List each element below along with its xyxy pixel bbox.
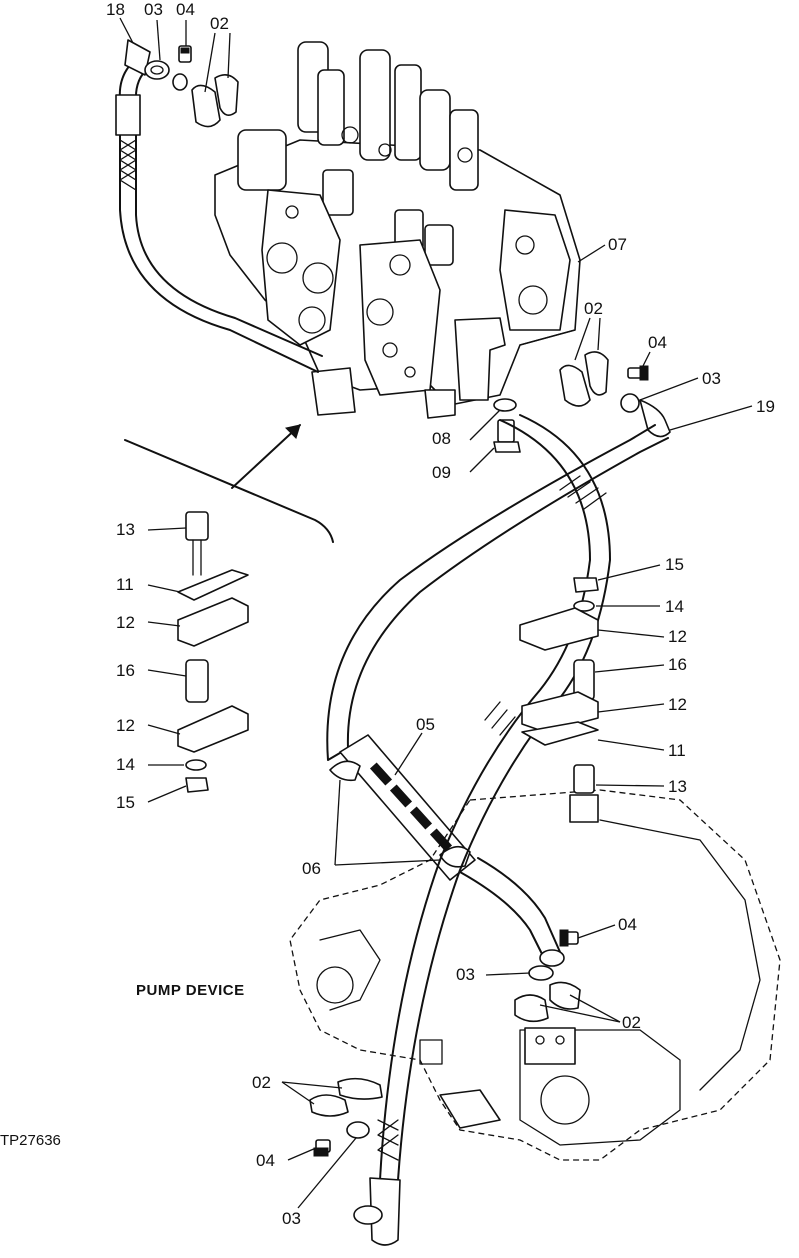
callout-03-pump-left: 03 bbox=[282, 1209, 301, 1228]
leader-lines bbox=[119, 17, 753, 1209]
callout-12-right-lower: 12 bbox=[668, 695, 687, 714]
callout-14-right: 14 bbox=[665, 597, 684, 616]
callout-15-left: 15 bbox=[116, 793, 135, 812]
callout-02-pump-left: 02 bbox=[252, 1073, 271, 1092]
callout-12-left-upper: 12 bbox=[116, 613, 135, 632]
callout-02-valve-right: 02 bbox=[584, 299, 603, 318]
callout-06: 06 bbox=[302, 859, 321, 878]
callout-03-top: 03 bbox=[144, 0, 163, 19]
pump-device-label: PUMP DEVICE bbox=[136, 982, 245, 999]
callout-18-top: 18 bbox=[106, 0, 125, 19]
pump-device bbox=[289, 789, 781, 1161]
callout-13-right: 13 bbox=[668, 777, 687, 796]
left-bracket-stack bbox=[177, 511, 249, 793]
callout-15-right: 15 bbox=[665, 555, 684, 574]
figure-reference: TP27636 bbox=[0, 1132, 61, 1149]
control-valve-assembly bbox=[214, 41, 581, 419]
callout-03-pump: 03 bbox=[456, 965, 475, 984]
right-bracket-stack bbox=[519, 577, 599, 823]
hose-19 bbox=[326, 399, 671, 967]
callout-13-left: 13 bbox=[116, 520, 135, 539]
hose-18 bbox=[115, 39, 323, 373]
callout-16-right: 16 bbox=[668, 655, 687, 674]
callout-11-right: 11 bbox=[668, 741, 686, 760]
hose-lower-loop bbox=[353, 414, 611, 1246]
callout-12-left-lower: 12 bbox=[116, 716, 135, 735]
callout-02-pump-right: 02 bbox=[622, 1013, 641, 1032]
washer-bolt-08-09 bbox=[493, 398, 521, 453]
callout-19: 19 bbox=[756, 397, 775, 416]
callout-03-valve-right: 03 bbox=[702, 369, 721, 388]
callout-02-top: 02 bbox=[210, 14, 229, 33]
callout-05: 05 bbox=[416, 715, 435, 734]
callout-14-left: 14 bbox=[116, 755, 135, 774]
callout-16-left: 16 bbox=[116, 661, 135, 680]
top-left-fittings bbox=[144, 45, 239, 128]
callout-07: 07 bbox=[608, 235, 627, 254]
assembly-arrow bbox=[124, 424, 334, 543]
right-valve-fittings bbox=[559, 351, 649, 413]
callout-11-left: 11 bbox=[116, 575, 134, 594]
callout-04-valve-right: 04 bbox=[648, 333, 667, 352]
callout-08: 08 bbox=[432, 429, 451, 448]
callout-12-right-upper: 12 bbox=[668, 627, 687, 646]
pump-fittings bbox=[309, 929, 581, 1157]
callout-09: 09 bbox=[432, 463, 451, 482]
callout-04-pump: 04 bbox=[618, 915, 637, 934]
callout-04-pump-left: 04 bbox=[256, 1151, 275, 1170]
callout-labels: 18 03 04 02 07 02 04 03 19 08 09 13 11 1… bbox=[0, 0, 775, 1228]
callout-04-top: 04 bbox=[176, 0, 195, 19]
